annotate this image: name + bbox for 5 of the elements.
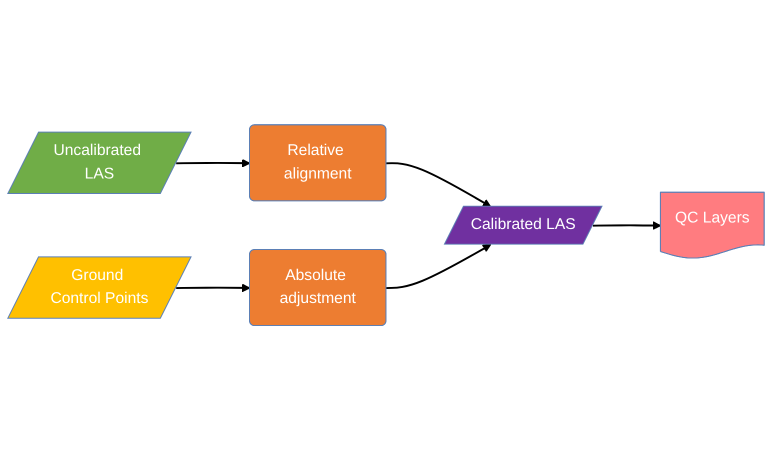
arrow [386,244,492,289]
arrow [386,162,492,207]
arrow [176,158,250,168]
arrow [592,221,662,230]
arrow [176,283,250,292]
